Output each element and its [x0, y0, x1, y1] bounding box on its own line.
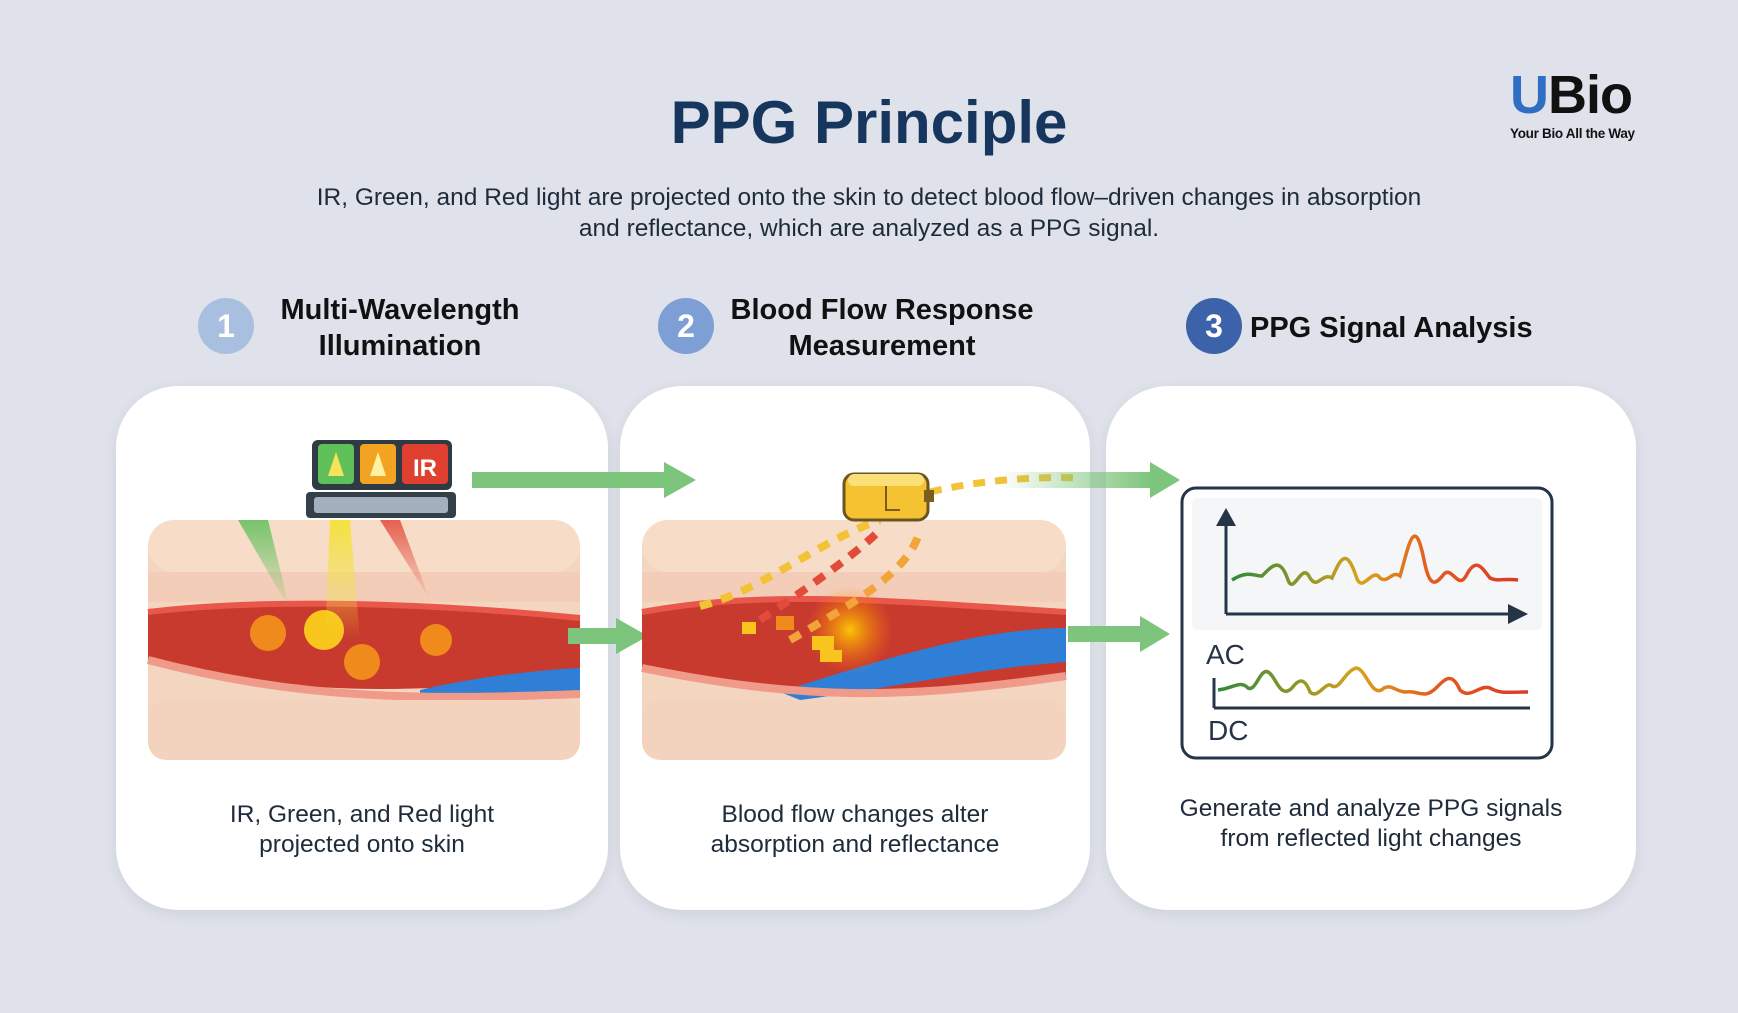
ubio-logo: UBio Your Bio All the Way: [1510, 66, 1670, 141]
arrow-1-top: [472, 462, 696, 498]
arrow-1-mid: [568, 618, 648, 654]
signal-monitor: AC DC: [1180, 486, 1554, 760]
logo-wordmark: UBio: [1510, 65, 1633, 125]
step-1-number: 1: [198, 298, 254, 354]
ppg-waveform-top: [1231, 534, 1519, 586]
page-subtitle: IR, Green, and Red light are projected o…: [316, 184, 1422, 242]
step-3-title: PPG Signal Analysis: [1250, 312, 1533, 344]
detector-sensor: [842, 472, 934, 522]
skin-block-2: [641, 520, 1067, 760]
page-title: PPG Principle: [670, 89, 1068, 156]
arrow-2-top: [1000, 462, 1180, 498]
ac-label: AC: [1206, 639, 1245, 670]
led-array: IR: [306, 440, 456, 518]
led-ir-label: IR: [413, 455, 437, 482]
step-3-number: 3: [1186, 298, 1242, 354]
dc-label: DC: [1208, 715, 1248, 746]
ppg-waveform-bottom: [1217, 666, 1529, 696]
arrow-2-mid: [1068, 616, 1170, 652]
skin-block-1: [146, 520, 581, 760]
logo-tagline: Your Bio All the Way: [1510, 126, 1635, 141]
step-2-number: 2: [658, 298, 714, 354]
